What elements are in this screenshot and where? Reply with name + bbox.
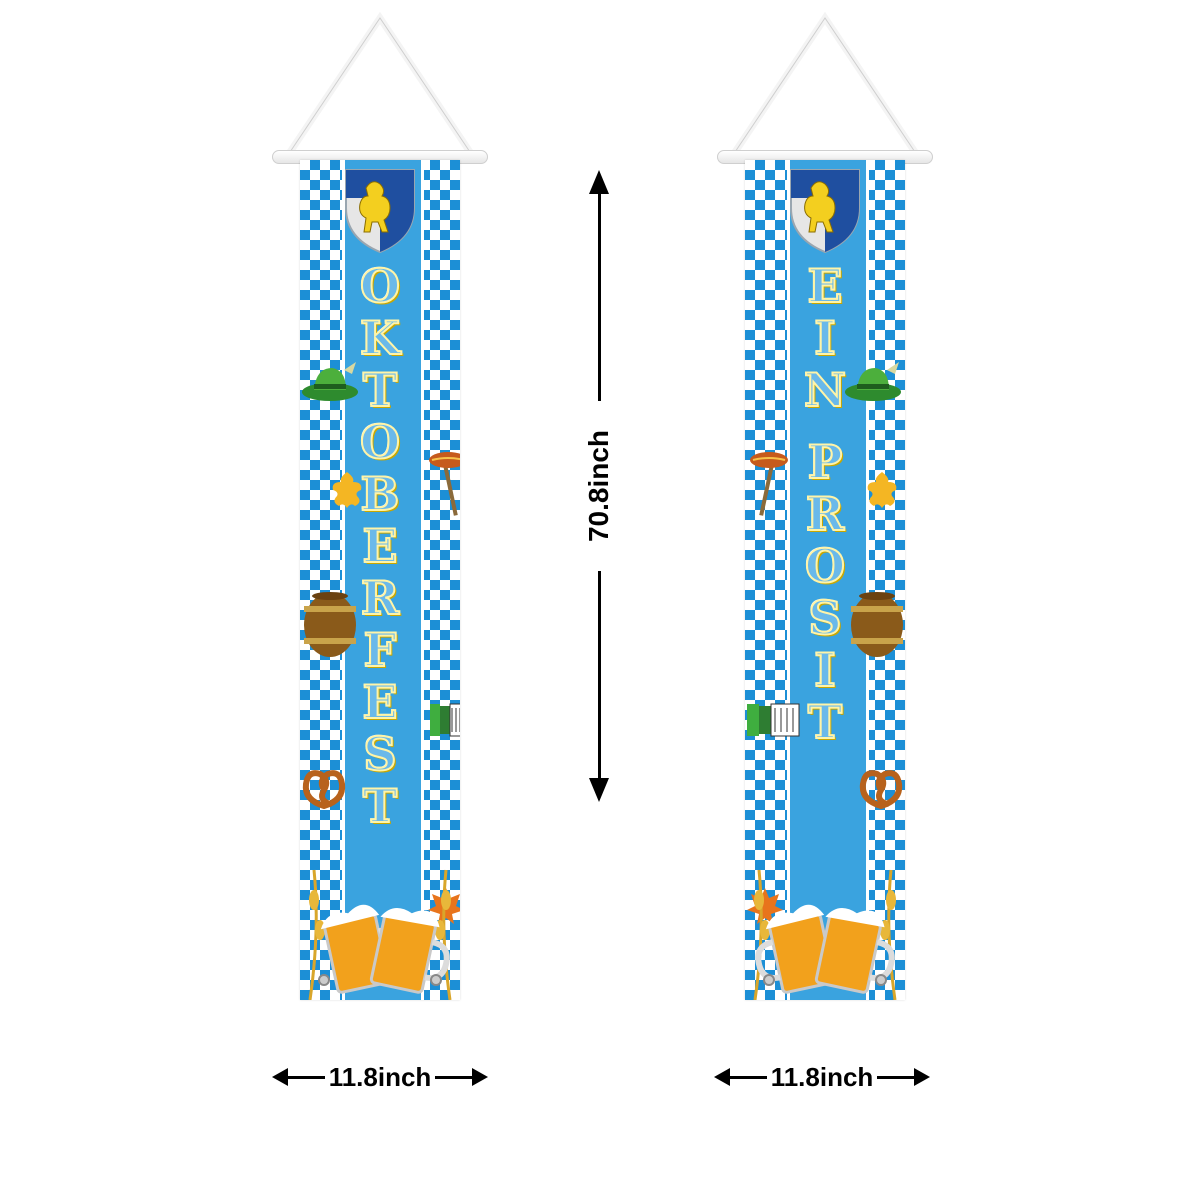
dimension-line (435, 1075, 472, 1079)
letter: T (362, 779, 398, 833)
letter: O (804, 539, 846, 593)
width-label: 11.8inch (328, 1061, 432, 1092)
beer-barrel-icon (851, 592, 903, 657)
letter: N (803, 363, 847, 417)
letter: S (807, 591, 842, 645)
letter: R (360, 571, 400, 625)
wheat-icon (753, 869, 897, 1000)
grommet (875, 974, 887, 986)
letter: I (813, 311, 836, 365)
letter: S (362, 727, 397, 781)
banner-lettering: E I N P R O S I T (787, 259, 863, 840)
grommet (318, 974, 330, 986)
pretzel-icon (302, 770, 346, 809)
letter: I (813, 643, 836, 697)
letter: B (360, 467, 401, 521)
wheat-icon (308, 869, 452, 1000)
oak-leaf-icon (332, 472, 362, 508)
letter: P (807, 435, 844, 489)
sausage-fork-icon (429, 452, 460, 516)
letter: F (363, 623, 398, 677)
lion-crest-icon (345, 169, 415, 254)
dimension-line (877, 1075, 914, 1079)
letter: T (807, 695, 843, 749)
letter: R (805, 487, 845, 541)
green-hat-icon (845, 362, 901, 401)
dimension-line (597, 194, 601, 401)
arrow-left-icon (714, 1068, 730, 1086)
beer-barrel-icon (304, 592, 356, 657)
arrow-left-icon (272, 1068, 288, 1086)
dimension-line (597, 571, 601, 778)
grommet (430, 974, 442, 986)
letter: E (361, 675, 398, 729)
height-label-box: 70.8inch (579, 401, 619, 571)
arrow-down-icon (589, 778, 609, 802)
letter: E (806, 259, 843, 313)
hanging-string (283, 11, 477, 160)
lion-crest-icon (790, 169, 860, 254)
banner-panel: E I N P R O S I T (745, 160, 905, 1000)
banner-panel: O K T O B E R F E S T (300, 160, 460, 1000)
letter: T (362, 363, 398, 417)
arrow-up-icon (589, 170, 609, 194)
banner-lettering: O K T O B E R F E S T (342, 259, 418, 840)
green-hat-icon (302, 362, 358, 401)
height-label: 70.8inch (583, 429, 614, 543)
center-strip (787, 160, 869, 1000)
arrow-right-icon (472, 1068, 488, 1086)
accordion-icon (747, 703, 800, 737)
beer-mugs-icon (308, 869, 452, 1000)
width-dimension-right: 11.8inch (714, 1060, 930, 1094)
banner-ein-prosit: E I N P R O S I T (717, 0, 933, 1110)
width-label: 11.8inch (770, 1061, 874, 1092)
letter: E (361, 519, 398, 573)
height-dimension: 70.8inch (579, 170, 619, 802)
letter: O (359, 259, 401, 313)
letter: K (359, 311, 401, 365)
dimension-line (288, 1075, 325, 1079)
arrow-right-icon (914, 1068, 930, 1086)
accordion-icon (430, 703, 460, 737)
letter: O (359, 415, 401, 469)
dimension-line (730, 1075, 767, 1079)
grommet (763, 974, 775, 986)
banner-oktoberfest: O K T O B E R F E S T (272, 0, 488, 1110)
center-strip (342, 160, 424, 1000)
hanging-string (728, 11, 922, 160)
pretzel-icon (859, 770, 903, 809)
sausage-fork-icon (750, 452, 788, 516)
oak-leaf-icon (867, 472, 897, 508)
width-dimension-left: 11.8inch (272, 1060, 488, 1094)
